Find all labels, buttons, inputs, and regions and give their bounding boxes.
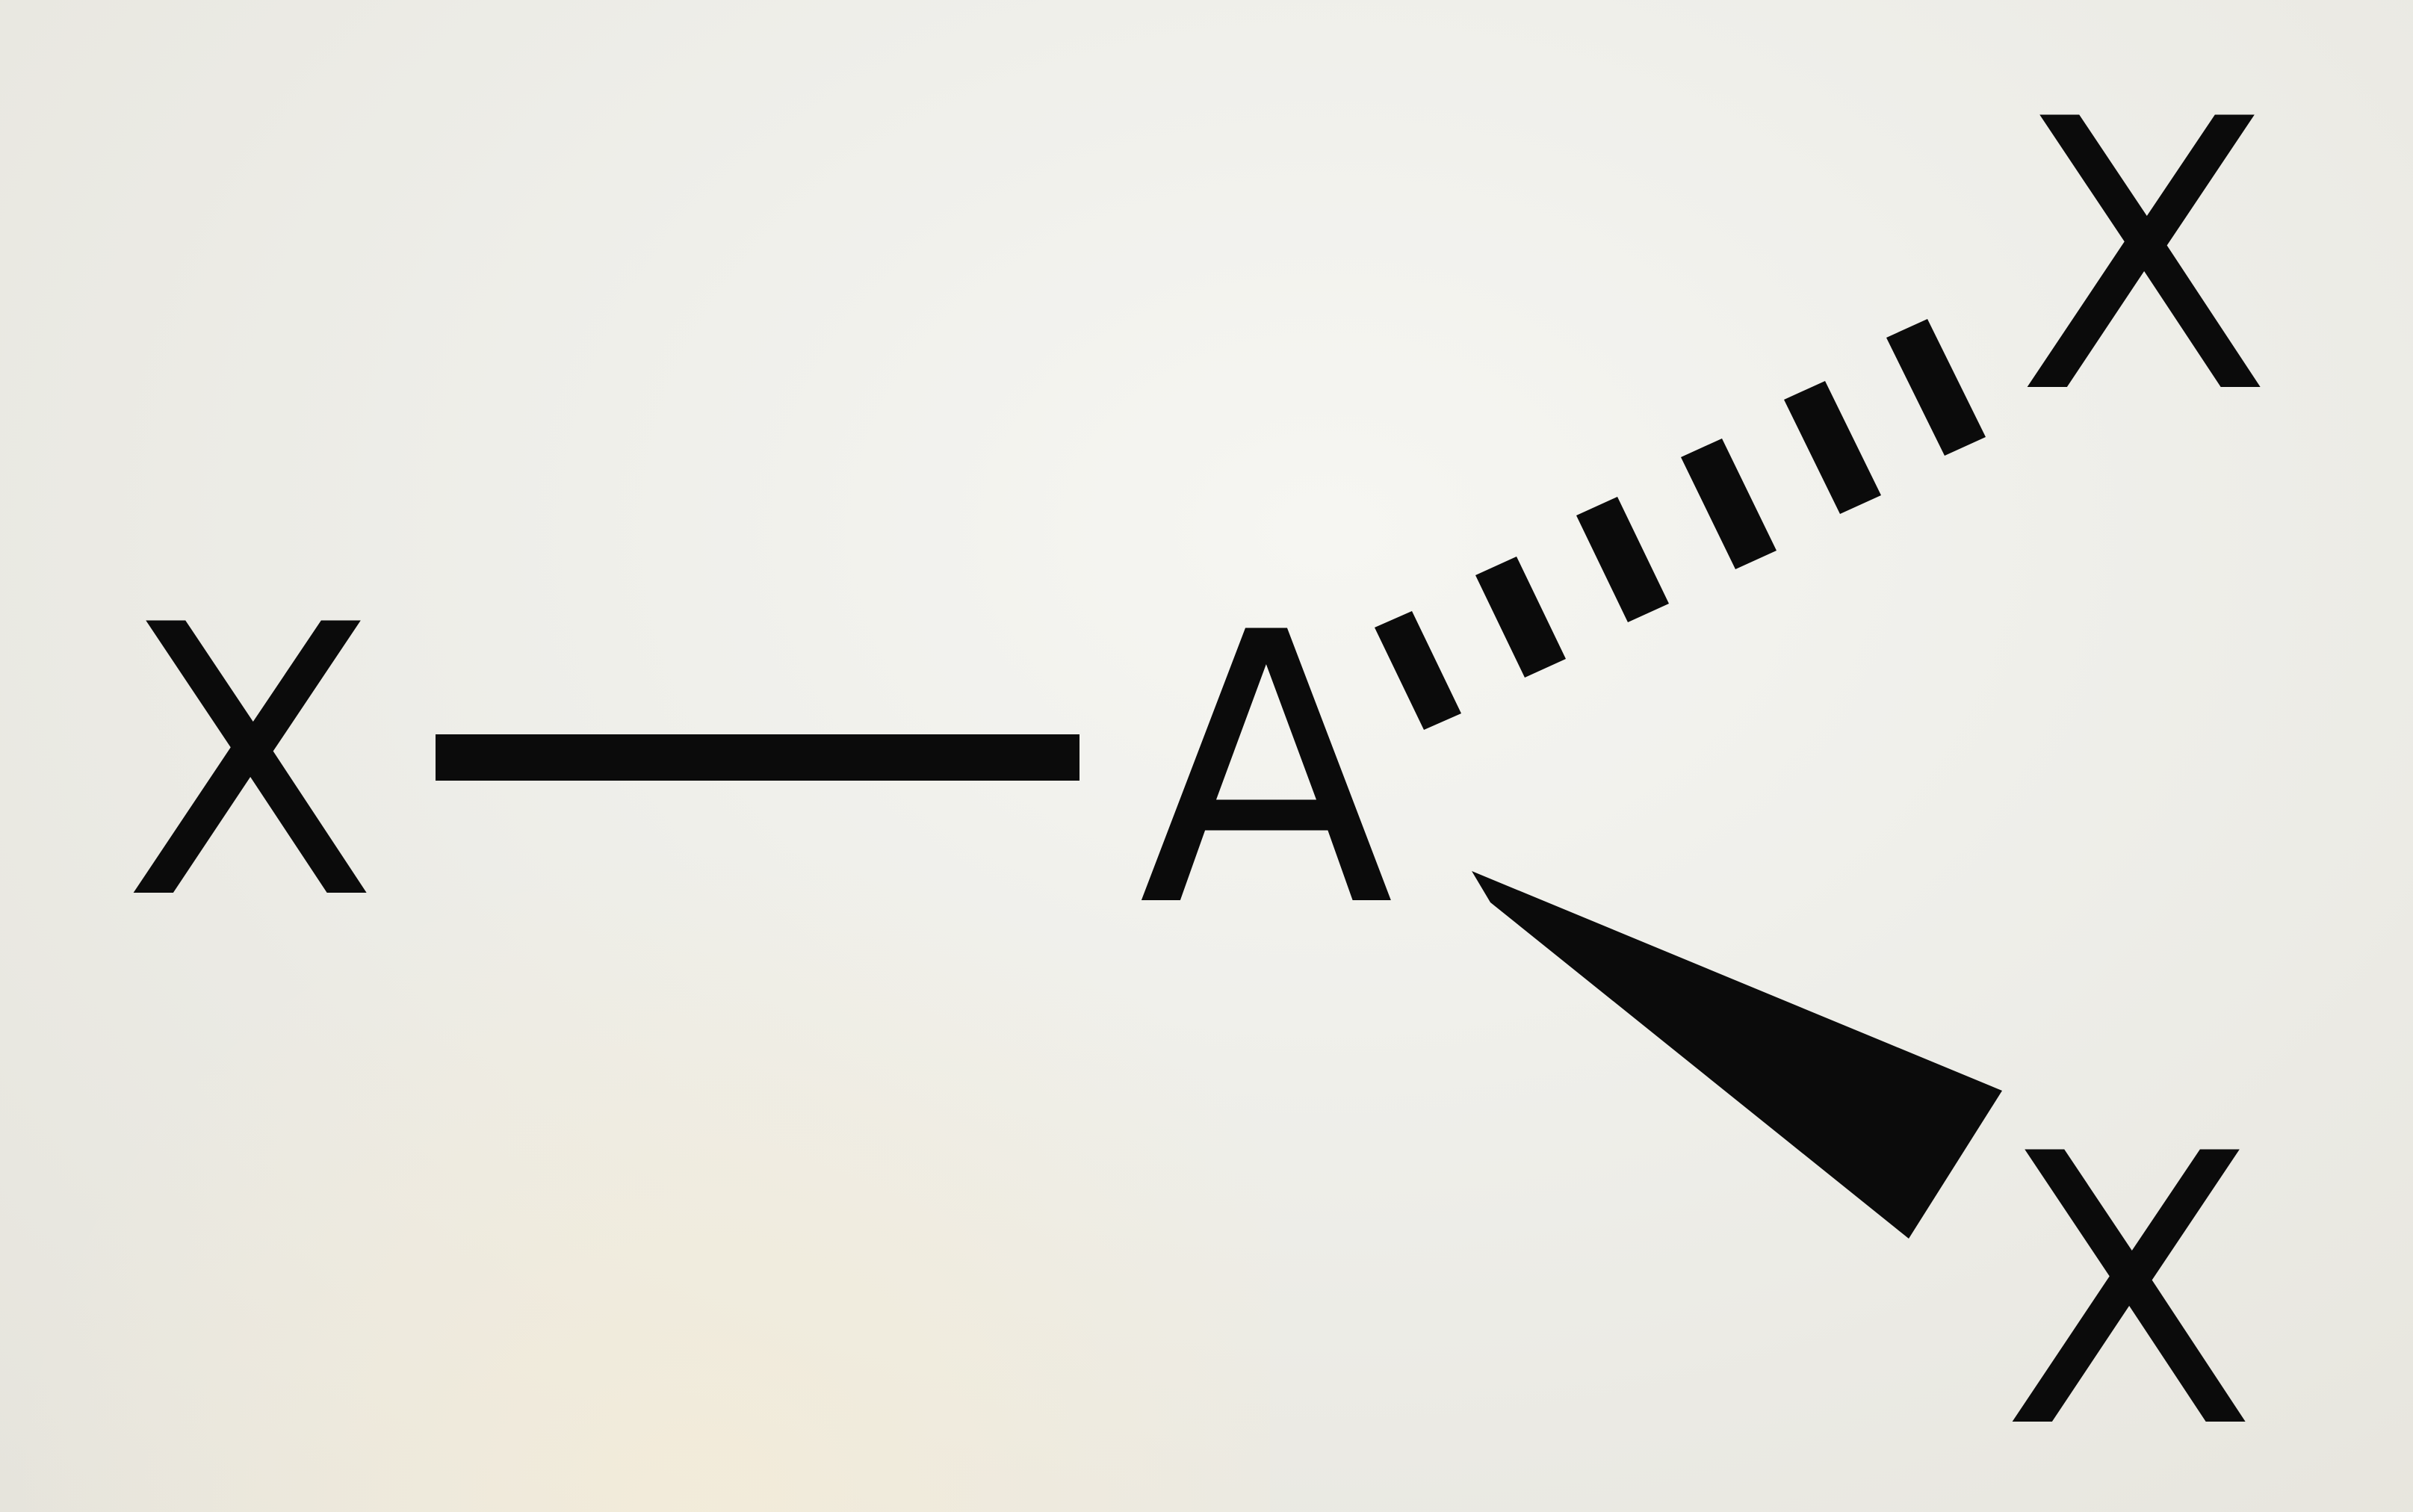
hash-mark [1784,381,1881,514]
hash-mark [1475,557,1566,678]
hashed-wedge-bond [1375,319,1986,730]
ligand-top-right-label: X [2016,40,2273,475]
hash-mark [1375,611,1461,730]
hash-mark [1681,439,1777,569]
central-atom-label: A [1139,554,1396,988]
hash-mark [1576,497,1669,622]
solid-wedge-bond [1472,871,2002,1239]
hash-mark [1886,319,1986,456]
single-bond [436,734,1080,781]
ligand-bottom-right-label: X [2001,1075,2258,1510]
ligand-left-label: X [123,546,379,981]
